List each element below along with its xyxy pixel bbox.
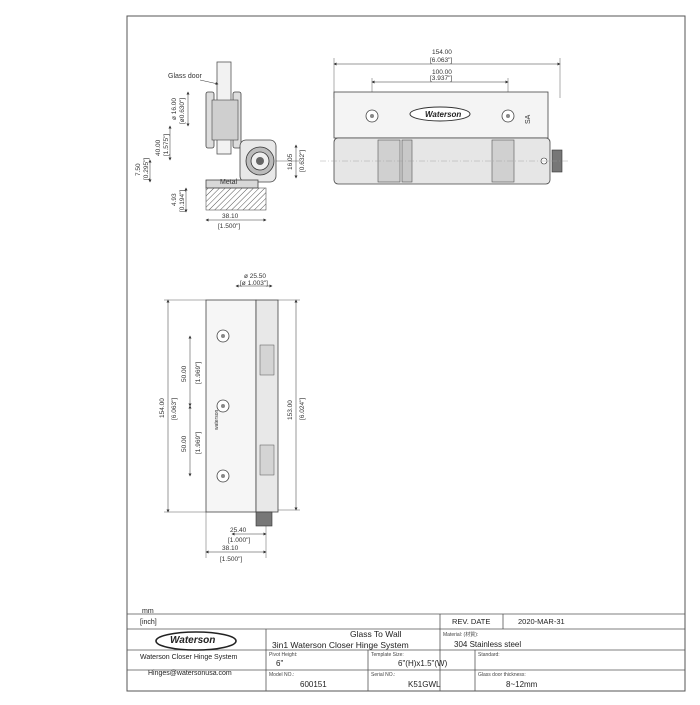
material-label: Material: (材質): (443, 632, 479, 638)
dim-s2-in: [1.969"] (195, 432, 202, 454)
units-inch: [inch] (140, 619, 157, 626)
dim-dia: ø 25.50 (244, 273, 266, 280)
title-block-lines (127, 613, 685, 691)
bottom-cap (255, 511, 273, 527)
dim-d5: 16.05 (287, 153, 294, 170)
pivot-label: Pivot Height: (269, 652, 298, 658)
sa-mark: SA (525, 114, 532, 124)
dim-b1-in: [1.000"] (228, 537, 250, 544)
dim-h1: 154.00 (159, 398, 166, 418)
sheet-border (126, 15, 686, 692)
units-mm: mm (142, 608, 154, 615)
title-line-2: 3in1 Waterson Closer Hinge System (272, 640, 409, 650)
dim-w1-in: [6.063"] (430, 57, 452, 64)
model-label: Model NO.: (269, 672, 295, 678)
metal-label: Metal (220, 179, 238, 186)
dim-w2-in: [3.937"] (430, 75, 452, 82)
dim-dia-in: [ø 1.003"] (240, 280, 268, 287)
rev-label: REV. DATE (452, 617, 491, 626)
standard-label: Standard: (478, 652, 500, 658)
rev-value: 2020-MAR-31 (518, 617, 565, 626)
metal-hatch (205, 187, 267, 211)
template-value: 6"(H)x1.5"(W) (398, 659, 448, 668)
dim-h1-in: [6.063"] (171, 398, 178, 420)
dim-d4: 4.93 (171, 193, 178, 206)
dim-b1: 25.40 (230, 527, 247, 534)
dim-w1: 154.00 (432, 49, 452, 56)
front-barrel (255, 299, 279, 513)
dim-h2-in: [6.024"] (299, 398, 306, 420)
dim-b2: 38.10 (222, 545, 239, 552)
logo-oval (409, 106, 471, 122)
model-value: 600151 (300, 680, 327, 689)
top-logo-text: Waterson (425, 110, 461, 119)
material-value: 304 Stainless steel (454, 640, 522, 649)
dim-d1-in: [ø0.630"] (179, 98, 186, 124)
dim-d1: ø 16.00 (171, 98, 178, 120)
title-line-1: Glass To Wall (350, 629, 402, 639)
serial-label: Serial NO.: (371, 672, 396, 678)
dim-s1: 50.00 (181, 365, 188, 382)
title-logo-text: Waterson (170, 635, 216, 646)
serial-value: K51GWL (408, 680, 441, 689)
dim-h2: 153.00 (287, 400, 294, 420)
dim-d2-in: [1.575"] (163, 134, 170, 156)
pivot-value: 6" (276, 659, 284, 668)
dim-d4-in: [0.194"] (179, 190, 186, 212)
glass-door-label: Glass door (168, 73, 203, 80)
dim-d2: 40.00 (155, 139, 162, 156)
template-label: Template Size: (371, 652, 404, 658)
dim-d6: 38.10 (222, 213, 239, 220)
dim-w2: 100.00 (432, 69, 452, 76)
thickness-label: Glass door thickness: (478, 672, 526, 678)
dim-d3-in: [0.295"] (143, 158, 150, 180)
dim-b2-in: [1.500"] (220, 556, 242, 563)
dim-d5-in: [0.632"] (299, 150, 306, 172)
thickness-value: 8~12mm (506, 680, 538, 689)
company-name: Waterson Closer Hinge System (140, 654, 238, 661)
dim-d6-in: [1.500"] (218, 223, 240, 230)
top-view: 154.00 [6.063"] 100.00 [3.937"] Waterson… (320, 49, 570, 185)
company-email: Hinges@watersonusa.com (148, 670, 232, 677)
front-plate (205, 299, 257, 513)
dim-s2: 50.00 (181, 435, 188, 452)
vertical-logo: waterson (214, 409, 220, 430)
dim-s1-in: [1.969"] (195, 362, 202, 384)
title-logo-oval (155, 631, 237, 651)
dim-d3: 7.50 (135, 163, 142, 176)
side-view: Metal Glass door ø 16.00 [ø0.630"] 40.00… (135, 61, 306, 230)
front-view: ø 25.50 [ø 1.003"] waterson 154.00 [6.06… (159, 273, 306, 563)
